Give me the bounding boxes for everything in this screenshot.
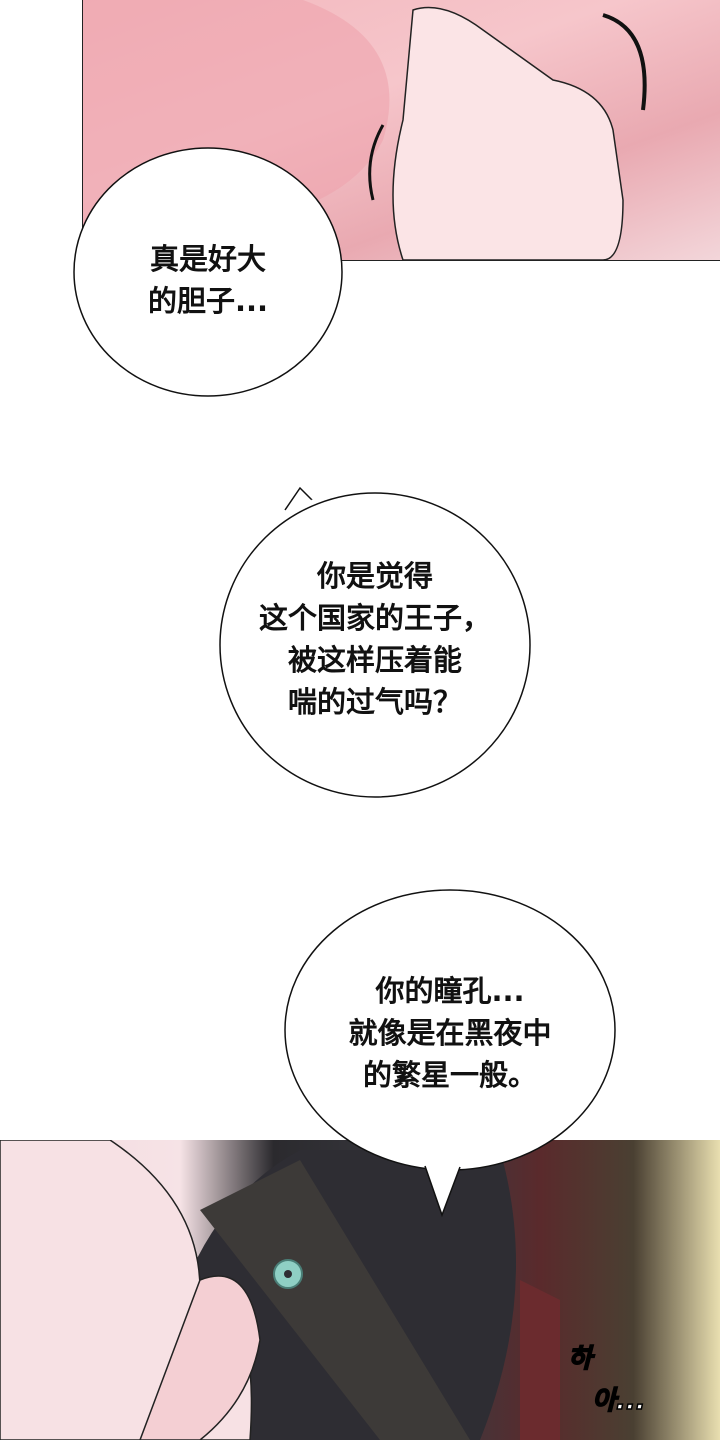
top-comic-panel <box>82 0 720 261</box>
character-illustration <box>0 1140 560 1440</box>
sound-effect-ha: 하 <box>567 1343 592 1375</box>
speech-bubble-2-text: 你是觉得这个国家的王子，被这样压着能喘的过气吗？ <box>258 559 491 719</box>
bottom-comic-panel: 하 아... <box>0 1140 720 1440</box>
sound-effect-a: 아... <box>591 1385 646 1417</box>
hand-illustration <box>83 0 647 260</box>
speech-bubble-1-text: 真是好大的胆子... <box>147 242 269 318</box>
speech-bubble-3-text: 你的瞳孔...就像是在黑夜中的繁星一般。 <box>348 974 552 1092</box>
